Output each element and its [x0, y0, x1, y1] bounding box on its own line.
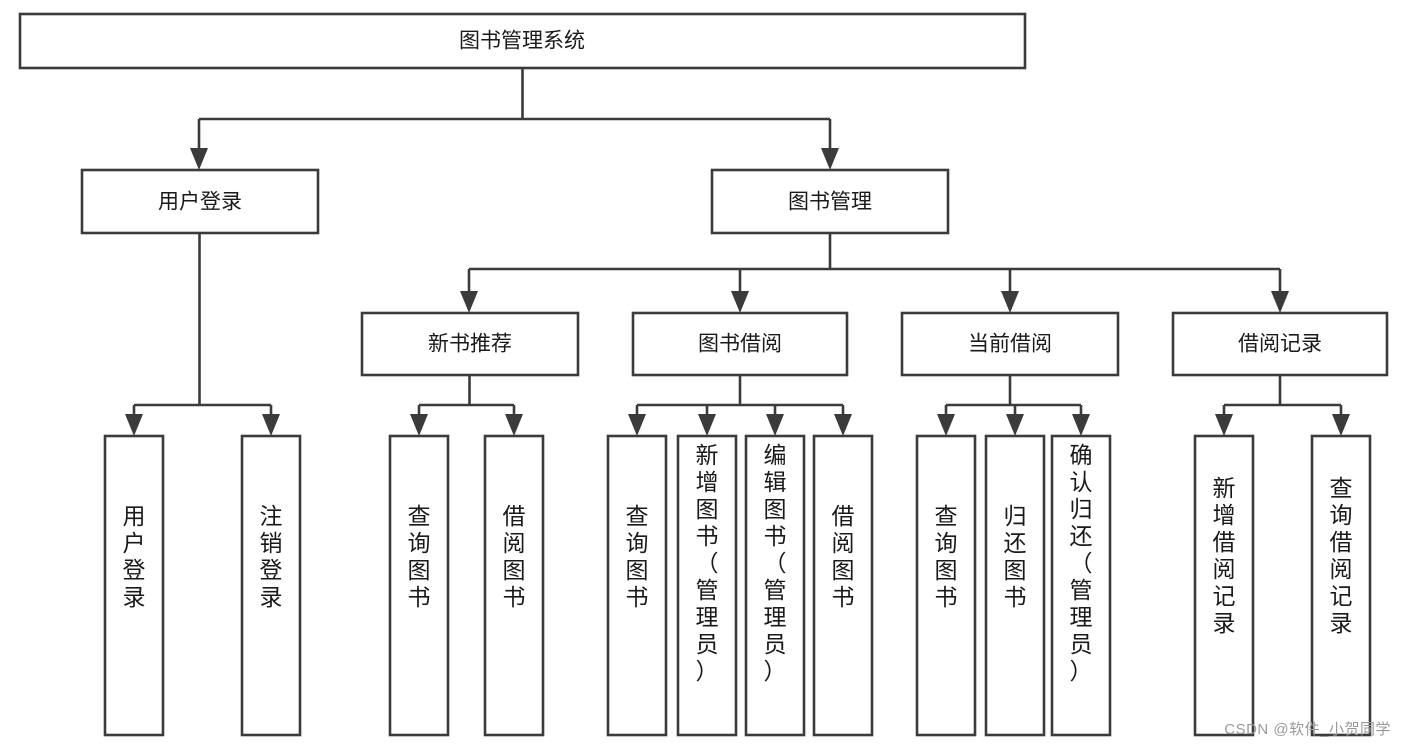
node-borrow-record-box[interactable]	[1171, 311, 1389, 377]
leaf-node-query-borrow-record-box[interactable]	[1310, 434, 1372, 737]
leaf-node-user-logout-box[interactable]	[240, 434, 302, 737]
leaf-node-query-book-current-box[interactable]	[915, 434, 977, 737]
leaf-node-add-book-admin-label: 新增图书（管理员）	[696, 442, 719, 684]
leaf-node-borrow-book-label: 借阅图书	[832, 503, 855, 610]
arrow-head-user-login	[190, 148, 208, 170]
node-root-label: 图书管理系统	[459, 30, 585, 53]
arrow-head-leaf-borrow-book-rec	[505, 414, 523, 436]
node-root[interactable]: 图书管理系统	[18, 12, 1027, 70]
node-user-login[interactable]: 用户登录	[80, 168, 320, 235]
node-borrow-record-label: 借阅记录	[1238, 333, 1322, 356]
arrow-head-leaf-add-borrow-record	[1215, 414, 1233, 436]
leaf-node-add-borrow-record-box[interactable]	[1193, 434, 1255, 737]
leaf-node-edit-book-admin[interactable]: 编辑图书（管理员）	[744, 434, 806, 737]
node-book-manage-box[interactable]	[710, 168, 950, 235]
leaf-node-edit-book-admin-label: 编辑图书（管理员）	[764, 442, 787, 684]
arrow-head-book-manage	[821, 148, 839, 170]
node-new-book-rec[interactable]: 新书推荐	[360, 311, 580, 377]
arrow-head-leaf-query-book-borrow	[628, 414, 646, 436]
arrow-head-new-book-rec	[460, 291, 478, 313]
arrow-head-leaf-query-book-rec	[410, 414, 428, 436]
leaf-node-query-book-current-label: 查询图书	[935, 503, 958, 610]
leaf-node-query-book-rec-label: 查询图书	[408, 503, 431, 610]
node-user-login-label: 用户登录	[158, 191, 242, 214]
node-current-borrow[interactable]: 当前借阅	[900, 311, 1120, 377]
arrow-head-book-borrow	[731, 291, 749, 313]
leaf-node-edit-book-admin-box[interactable]	[744, 434, 806, 737]
node-new-book-rec-box[interactable]	[360, 311, 580, 377]
leaf-node-return-book-box[interactable]	[984, 434, 1046, 737]
leaf-node-borrow-book[interactable]: 借阅图书	[812, 434, 874, 737]
leaf-node-user-logout-label: 注销登录	[260, 503, 283, 610]
leaf-node-return-book-label: 归还图书	[1004, 503, 1027, 610]
leaf-node-borrow-book-rec-label: 借阅图书	[503, 503, 526, 610]
leaf-node-user-logout[interactable]: 注销登录	[240, 434, 302, 737]
leaf-node-confirm-return-admin[interactable]: 确认归还（管理员）	[1050, 434, 1112, 737]
leaf-node-query-book-borrow-box[interactable]	[606, 434, 668, 737]
node-book-manage[interactable]: 图书管理	[710, 168, 950, 235]
leaf-node-query-book-rec-box[interactable]	[388, 434, 450, 737]
node-book-borrow-box[interactable]	[631, 311, 849, 377]
node-new-book-rec-label: 新书推荐	[428, 333, 512, 356]
leaf-node-borrow-book-rec[interactable]: 借阅图书	[483, 434, 545, 737]
leaf-node-add-borrow-record[interactable]: 新增借阅记录	[1193, 434, 1255, 737]
leaf-node-borrow-book-box[interactable]	[812, 434, 874, 737]
leaf-node-user-login[interactable]: 用户登录	[103, 434, 165, 737]
leaf-node-confirm-return-admin-box[interactable]	[1050, 434, 1112, 737]
arrow-head-leaf-user-logout	[262, 414, 280, 436]
arrow-head-leaf-borrow-book	[834, 414, 852, 436]
leaf-node-query-book-current[interactable]: 查询图书	[915, 434, 977, 737]
connector-layer	[125, 68, 1350, 436]
node-book-borrow[interactable]: 图书借阅	[631, 311, 849, 377]
leaf-node-confirm-return-admin-label: 确认归还（管理员）	[1070, 442, 1093, 684]
leaf-node-query-book-borrow-label: 查询图书	[626, 503, 649, 610]
node-root-box[interactable]	[18, 12, 1027, 70]
leaf-node-add-book-admin[interactable]: 新增图书（管理员）	[676, 434, 738, 737]
arrow-head-leaf-query-borrow-record	[1332, 414, 1350, 436]
leaf-node-add-book-admin-box[interactable]	[676, 434, 738, 737]
leaf-node-user-login-box[interactable]	[103, 434, 165, 737]
leaf-node-query-borrow-record-label: 查询借阅记录	[1330, 475, 1353, 636]
arrow-head-leaf-user-login	[125, 414, 143, 436]
arrow-head-current-borrow	[1001, 291, 1019, 313]
arrow-head-leaf-edit-book-admin	[766, 414, 784, 436]
leaf-node-query-borrow-record[interactable]: 查询借阅记录	[1310, 434, 1372, 737]
leaf-node-add-borrow-record-label: 新增借阅记录	[1213, 475, 1236, 636]
arrow-head-leaf-confirm-return-admin	[1072, 414, 1090, 436]
arrow-head-leaf-add-book-admin	[698, 414, 716, 436]
node-current-borrow-box[interactable]	[900, 311, 1120, 377]
node-book-borrow-label: 图书借阅	[698, 333, 782, 356]
node-borrow-record[interactable]: 借阅记录	[1171, 311, 1389, 377]
node-book-manage-label: 图书管理	[788, 191, 872, 214]
arrow-head-leaf-query-book-current	[937, 414, 955, 436]
leaf-node-query-book-rec[interactable]: 查询图书	[388, 434, 450, 737]
leaf-node-user-login-label: 用户登录	[123, 503, 146, 610]
arrow-head-borrow-record	[1271, 291, 1289, 313]
leaf-node-query-book-borrow[interactable]: 查询图书	[606, 434, 668, 737]
leaf-node-return-book[interactable]: 归还图书	[984, 434, 1046, 737]
node-user-login-box[interactable]	[80, 168, 320, 235]
arrow-head-leaf-return-book	[1006, 414, 1024, 436]
node-current-borrow-label: 当前借阅	[968, 333, 1052, 356]
leaf-node-borrow-book-rec-box[interactable]	[483, 434, 545, 737]
